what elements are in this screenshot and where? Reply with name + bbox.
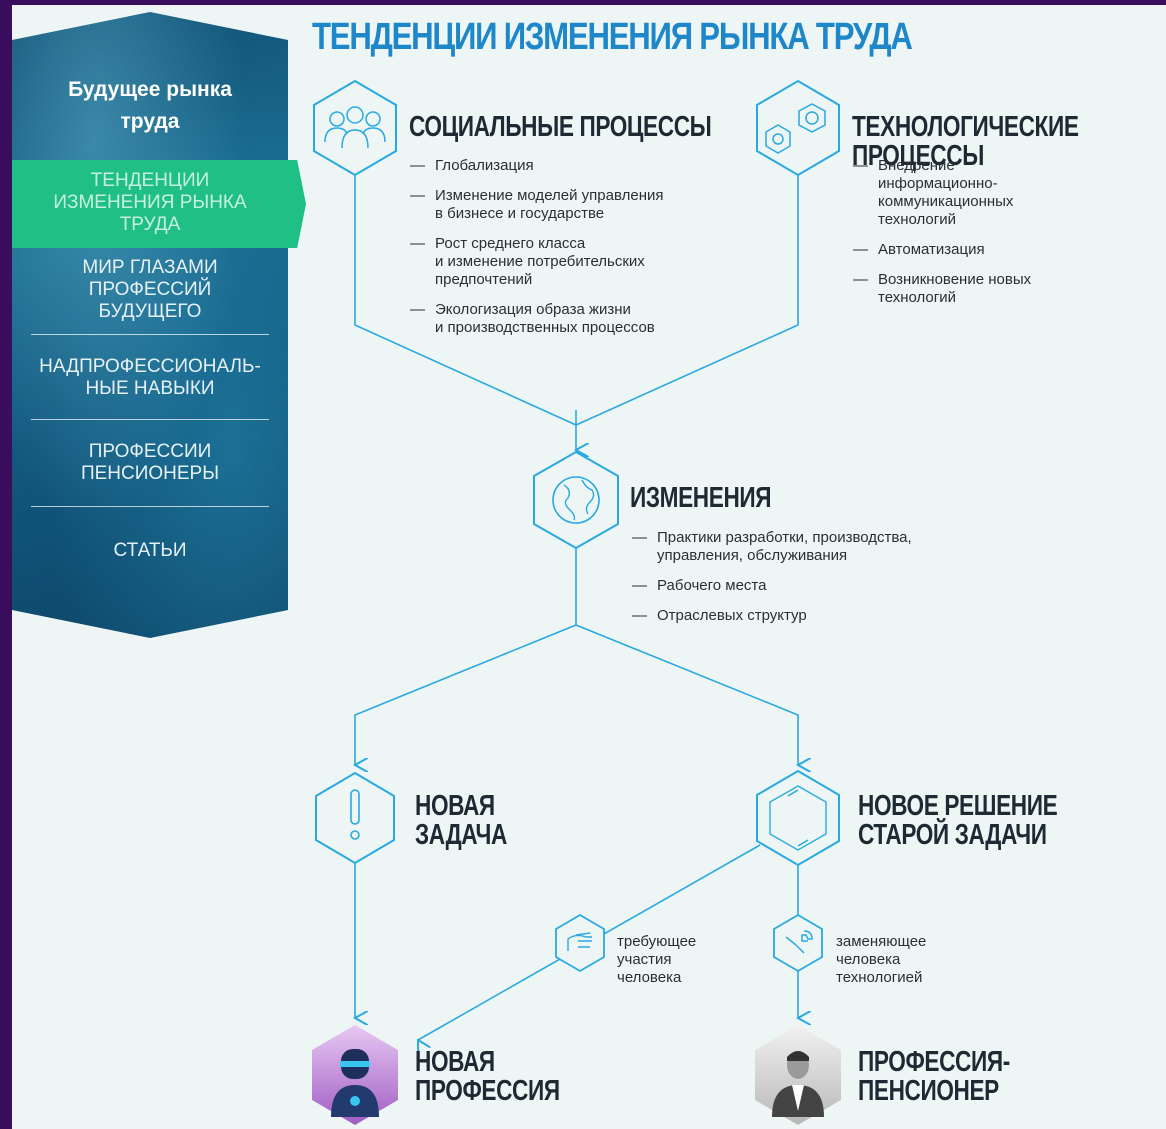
connector-to-new-solution (575, 624, 798, 765)
list-item: Автоматизация (853, 241, 1153, 259)
sidebar-divider (31, 334, 269, 335)
sidebar-divider (31, 506, 269, 507)
hand-icon (555, 913, 605, 973)
list-item: Отраслевых структур (632, 607, 962, 625)
sidebar: Будущее рынка труда (12, 12, 288, 638)
list-item: Практики разработки, производства, управ… (632, 529, 962, 565)
heading-social-processes: СОЦИАЛЬНЫЕ ПРОЦЕССЫ (409, 111, 712, 143)
label-requires-human: требующее участия человека (617, 933, 697, 986)
robot-avatar-icon (312, 1025, 398, 1125)
globe-icon (533, 450, 619, 550)
list-item: Изменение моделей управления в бизнесе и… (410, 187, 710, 223)
sidebar-title[interactable]: Будущее рынка труда (68, 78, 232, 133)
sidebar-item-soft-skills[interactable]: НАДПРОФЕССИОНАЛЬ- НЫЕ НАВЫКИ (39, 356, 261, 399)
list-item: Внедрение информационно- коммуникационны… (853, 157, 1153, 229)
page-title: ТЕНДЕНЦИИ ИЗМЕНЕНИЯ РЫНКА ТРУДА (312, 16, 913, 58)
connector-tech (575, 175, 799, 426)
social-processes-list: Глобализация Изменение моделей управлени… (410, 157, 710, 349)
tech-processes-list: Внедрение информационно- коммуникационны… (853, 157, 1153, 319)
label-replaces-human: заменяющее человека технологией (836, 933, 927, 986)
sidebar-item-world-of-professions[interactable]: МИР ГЛАЗАМИ ПРОФЕССИЙ БУДУЩЕГО (82, 257, 218, 322)
exclamation-icon (315, 771, 395, 865)
people-icon (313, 79, 397, 177)
wrench-icon (773, 913, 823, 973)
sidebar-item-label: ТЕНДЕНЦИИ ИЗМЕНЕНИЯ РЫНКА ТРУДА (53, 170, 247, 235)
list-item: Глобализация (410, 157, 710, 175)
hexagons-icon (756, 79, 840, 177)
list-item: Рабочего места (632, 577, 962, 595)
heading-new-solution: НОВОЕ РЕШЕНИЕ СТАРОЙ ЗАДАЧИ (858, 790, 1058, 851)
businessman-avatar-icon (755, 1025, 841, 1125)
sidebar-divider (31, 419, 269, 420)
sidebar-item-pensioner-professions[interactable]: ПРОФЕССИИ ПЕНСИОНЕРЫ (80, 441, 220, 484)
sidebar-item-trends[interactable]: ТЕНДЕНЦИИ ИЗМЕНЕНИЯ РЫНКА ТРУДА (12, 160, 306, 248)
cycle-icon (756, 769, 840, 867)
heading-pensioner-profession: ПРОФЕССИЯ- ПЕНСИОНЕР (858, 1046, 1010, 1107)
connector-social (354, 175, 577, 426)
heading-new-task: НОВАЯ ЗАДАЧА (415, 790, 507, 851)
connector-to-new-task (355, 624, 577, 765)
connector-lines (355, 175, 798, 1040)
changes-list: Практики разработки, производства, управ… (632, 529, 962, 637)
heading-changes: ИЗМЕНЕНИЯ (630, 482, 772, 514)
list-item: Рост среднего класса и изменение потреби… (410, 235, 710, 289)
list-item: Экологизация образа жизни и производстве… (410, 301, 710, 337)
heading-new-profession: НОВАЯ ПРОФЕССИЯ (415, 1046, 560, 1107)
sidebar-item-articles[interactable]: СТАТЬИ (113, 540, 187, 561)
list-item: Возникновение новых технологий (853, 271, 1153, 307)
